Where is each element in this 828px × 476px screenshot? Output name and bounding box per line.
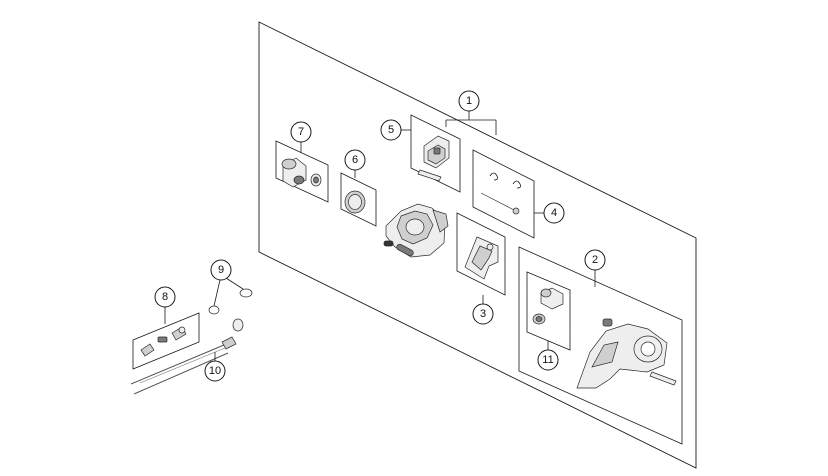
callout-7-label: 7 [298, 126, 304, 138]
seal-ring-part [344, 190, 366, 214]
callout-6: 6 [344, 149, 366, 171]
callout-1-label: 1 [466, 95, 472, 107]
callout-6-label: 6 [352, 154, 358, 166]
piston-part [281, 157, 322, 188]
callout-9: 9 [210, 259, 232, 281]
piston-small-part [532, 287, 564, 325]
callout-2-label: 2 [592, 254, 598, 266]
callout-3: 3 [472, 303, 494, 325]
pin-kit-part [480, 172, 521, 215]
callout-11-label: 11 [542, 354, 553, 366]
pad-spring-part [464, 236, 499, 280]
callout-8-label: 8 [162, 291, 168, 303]
callout-4: 4 [543, 202, 565, 224]
leader-9-right [225, 277, 244, 290]
callout-10-label: 10 [209, 365, 221, 377]
callout-4-label: 4 [551, 207, 557, 219]
brake-caliper-part [383, 203, 449, 258]
callout-5: 5 [380, 119, 402, 141]
callout-11: 11 [537, 349, 559, 371]
caliper-support-part [576, 318, 677, 389]
callout-9-label: 9 [218, 264, 224, 276]
leader-9-left [213, 279, 221, 307]
callout-8: 8 [154, 286, 176, 308]
banjo-bolt-kit-part [140, 326, 187, 357]
callout-2: 2 [584, 249, 606, 271]
assembly-panel-main [258, 21, 697, 469]
callout-5-label: 5 [388, 124, 394, 136]
o-rings-part [208, 288, 253, 315]
callout-10: 10 [204, 360, 226, 382]
brake-pads-part [417, 135, 450, 182]
callout-1: 1 [458, 90, 480, 112]
assembly-panel-pin-kit [472, 149, 535, 239]
assembly-panel-piston-kit-small [526, 271, 571, 351]
brake-hose-part [130, 318, 244, 395]
callout-7: 7 [290, 121, 312, 143]
callout-3-label: 3 [480, 308, 486, 320]
